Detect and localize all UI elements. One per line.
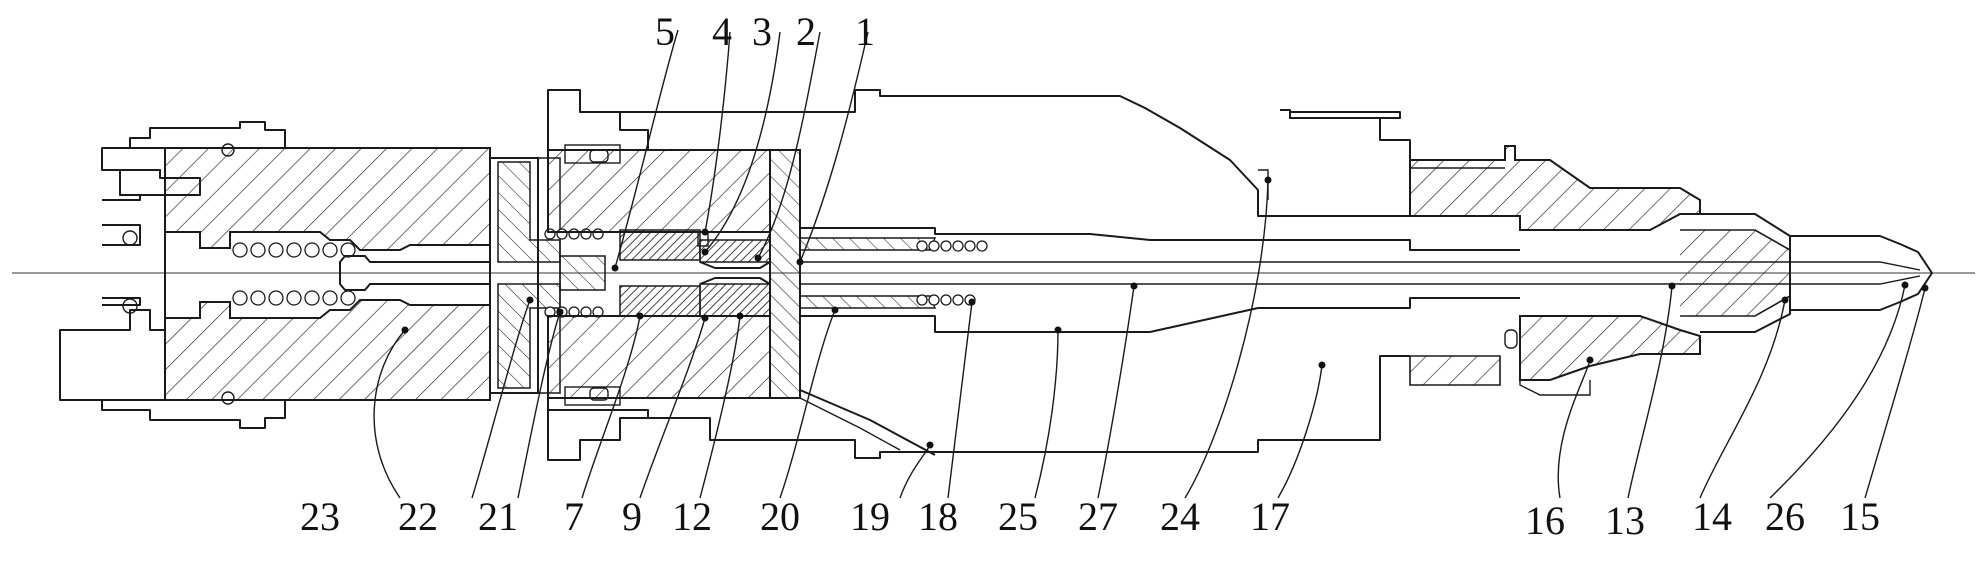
leader-lines bbox=[373, 29, 1926, 499]
label-20: 20 bbox=[760, 494, 800, 539]
rod-spring-18 bbox=[916, 240, 988, 306]
inlet-passage-19 bbox=[799, 389, 936, 456]
label-22: 22 bbox=[398, 494, 438, 539]
label-16: 16 bbox=[1525, 498, 1565, 543]
label-24: 24 bbox=[1160, 494, 1200, 539]
injector-body-outline bbox=[620, 89, 1520, 459]
label-23: 23 bbox=[300, 494, 340, 539]
label-18: 18 bbox=[918, 494, 958, 539]
nozzle-holder-part bbox=[1409, 145, 1933, 396]
label-13: 13 bbox=[1605, 498, 1645, 543]
body-part-23 bbox=[164, 147, 491, 401]
label-26: 26 bbox=[1765, 494, 1805, 539]
label-25: 25 bbox=[998, 494, 1038, 539]
label-14: 14 bbox=[1692, 494, 1732, 539]
label-27: 27 bbox=[1078, 494, 1118, 539]
label-4: 4 bbox=[712, 9, 732, 54]
label-17: 17 bbox=[1250, 494, 1290, 539]
control-valve-assembly bbox=[619, 229, 771, 317]
label-2: 2 bbox=[796, 9, 816, 54]
label-3: 3 bbox=[752, 9, 772, 54]
needle-valve-rod bbox=[799, 237, 1520, 309]
marker-dots bbox=[401, 176, 1929, 449]
reference-numerals: 5 4 3 2 1 23 22 21 7 9 12 20 19 18 25 27… bbox=[300, 9, 1880, 543]
left-spring-upper bbox=[232, 242, 356, 258]
left-spring-lower bbox=[232, 290, 356, 306]
label-9: 9 bbox=[622, 494, 642, 539]
label-12: 12 bbox=[672, 494, 712, 539]
label-1: 1 bbox=[855, 9, 875, 54]
label-15: 15 bbox=[1840, 494, 1880, 539]
label-21: 21 bbox=[478, 494, 518, 539]
label-5: 5 bbox=[655, 9, 675, 54]
label-19: 19 bbox=[850, 494, 890, 539]
armature-part-22 bbox=[489, 157, 606, 394]
label-7: 7 bbox=[564, 494, 584, 539]
connector-housing bbox=[59, 121, 286, 429]
valve-housing bbox=[547, 89, 801, 461]
